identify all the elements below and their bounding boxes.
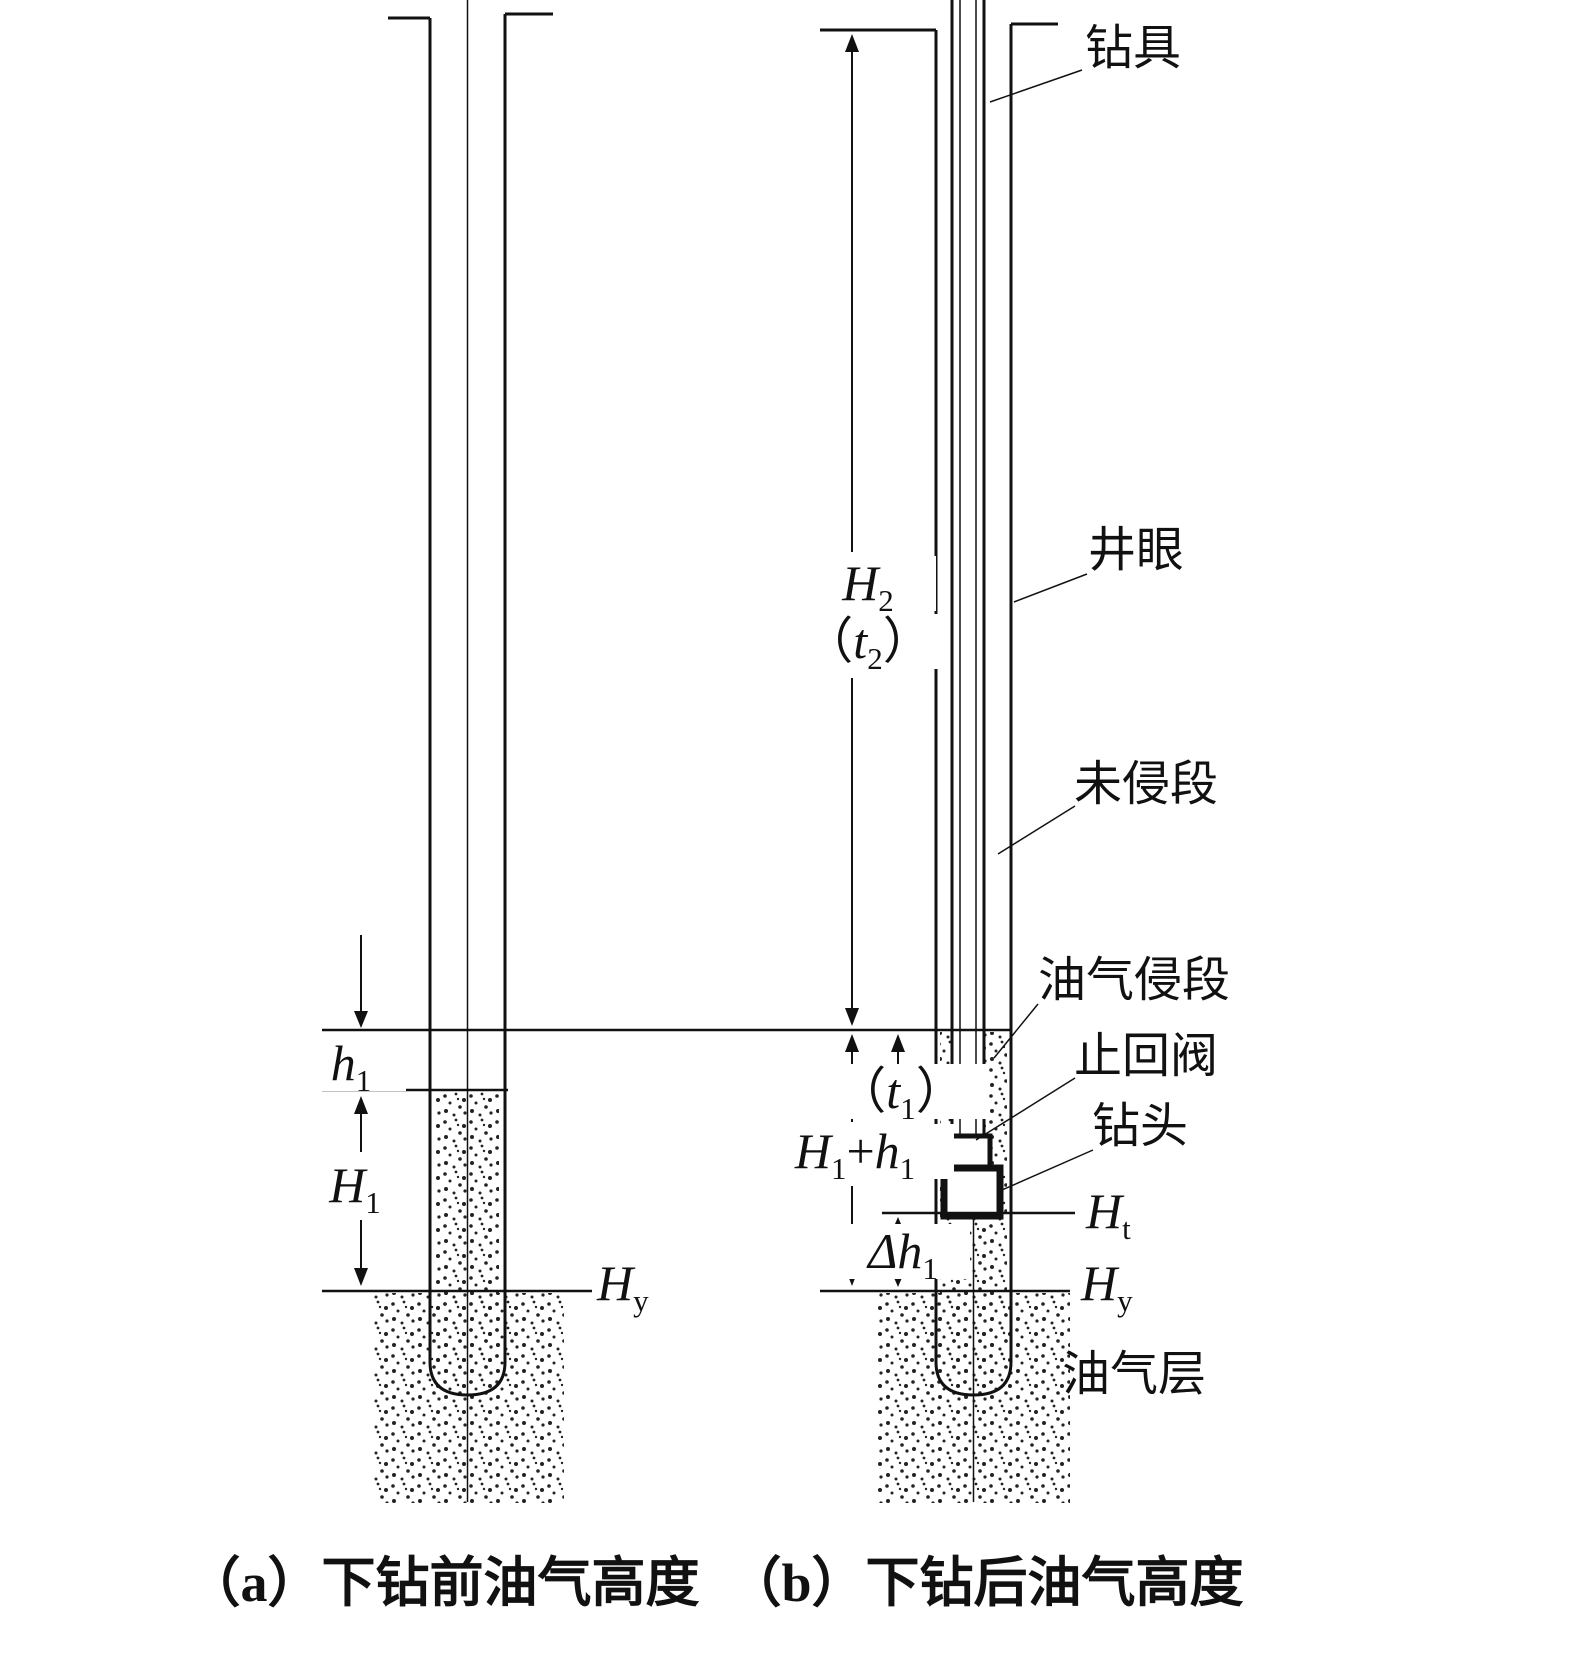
- callout-reservoir: 油气层: [1062, 1348, 1207, 1401]
- leader-drill-bit: [1001, 1149, 1094, 1191]
- dim-H2-label: H2: [800, 556, 936, 616]
- dim-Hy-label-b: Hy: [1078, 1256, 1136, 1316]
- leader-lines: [975, 69, 1094, 1191]
- caption-part-a: （a）下钻前油气高度: [186, 1553, 700, 1613]
- drill-string: [950, 0, 986, 1136]
- dim-t2-label: （t2）: [790, 614, 946, 674]
- figure-caption: （a）下钻前油气高度 （b）下钻后油气高度: [0, 1538, 1430, 1617]
- callout-wellbore: 井眼: [1088, 524, 1185, 577]
- callout-invaded-section: 油气侵段: [1038, 954, 1231, 1007]
- dim-H1-plus-h1-label: H1+h1: [756, 1124, 954, 1184]
- leader-check-valve: [975, 1077, 1076, 1141]
- callout-uninvaded-section: 未侵段: [1074, 758, 1219, 811]
- reservoir-a: [374, 1293, 564, 1503]
- leader-uninvaded: [997, 805, 1076, 855]
- dim-Ht-label: Ht: [1083, 1184, 1134, 1244]
- dim-t1-label: （t1）: [814, 1064, 988, 1124]
- leader-drill-string: [989, 69, 1083, 103]
- dim-H1-label: H1: [290, 1158, 420, 1218]
- callout-drill-string: 钻具: [1085, 22, 1182, 75]
- check-valve-shape: [947, 1133, 993, 1171]
- leader-wellbore: [1013, 573, 1088, 603]
- callout-check-valve: 止回阀: [1074, 1030, 1219, 1083]
- dim-h1-label: h1: [296, 1036, 406, 1096]
- well-b-outline: [820, 22, 1058, 1397]
- caption-part-b: （b）下钻后油气高度: [727, 1553, 1244, 1613]
- leader-invaded: [993, 1003, 1039, 1059]
- dim-Hy-label-a: Hy: [594, 1256, 652, 1316]
- dim-delta-h1-label: Δh1: [836, 1224, 970, 1284]
- callout-drill-bit: 钻头: [1092, 1100, 1189, 1153]
